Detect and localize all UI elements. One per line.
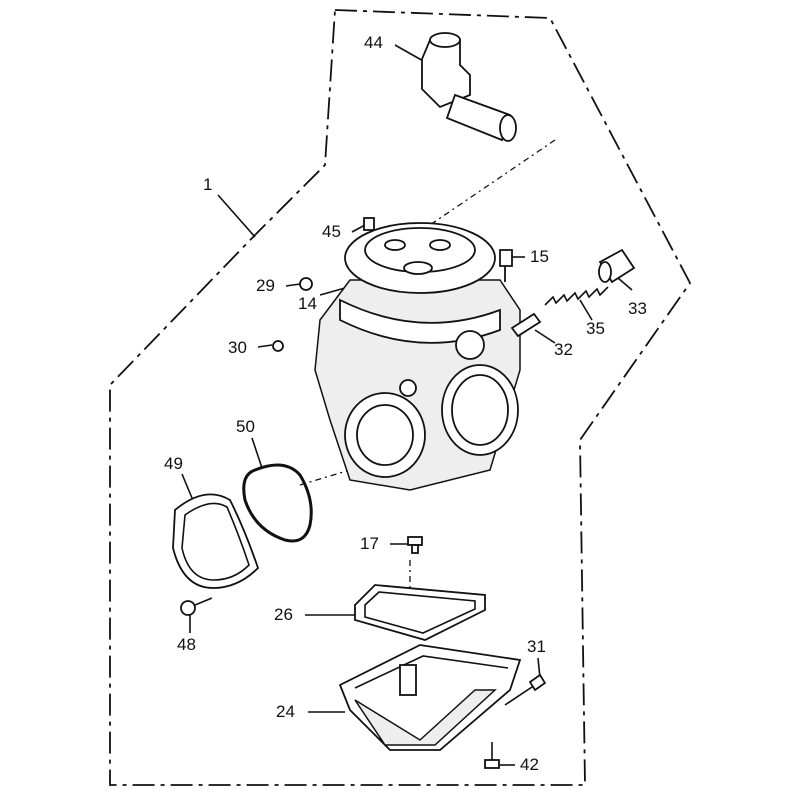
part-33-cap <box>598 248 636 284</box>
part-label-29: 29 <box>256 276 275 295</box>
part-45-screw <box>363 217 375 231</box>
part-31-screw <box>504 673 547 706</box>
part-label-14: 14 <box>298 294 317 313</box>
part-label-17: 17 <box>360 534 379 553</box>
part-label-31: 31 <box>527 637 546 656</box>
part-label-1: 1 <box>203 175 213 194</box>
part-15-screw <box>499 249 513 282</box>
part-44-intake-elbow <box>421 32 517 142</box>
part-42-screw <box>484 742 500 769</box>
part-30-screw <box>272 340 284 352</box>
part-label-49: 49 <box>164 454 183 473</box>
part-label-30: 30 <box>228 338 247 357</box>
part-label-48: 48 <box>177 635 196 654</box>
assembly-boundary <box>109 9 692 786</box>
part-label-26: 26 <box>274 605 293 624</box>
part-49-cover <box>172 493 260 589</box>
part-29-screw <box>299 277 313 291</box>
part-17-screw <box>407 536 423 554</box>
part-48-screw <box>180 597 213 616</box>
part-label-15: 15 <box>530 247 549 266</box>
part-35-spring <box>544 286 609 306</box>
part-label-24: 24 <box>276 702 295 721</box>
part-label-50: 50 <box>236 417 255 436</box>
part-label-33: 33 <box>628 299 647 318</box>
part-label-42: 42 <box>520 755 539 774</box>
carburetor-body <box>314 222 521 491</box>
part-label-35: 35 <box>586 319 605 338</box>
leader-lines <box>181 44 633 766</box>
part-24-float-bowl <box>338 644 522 751</box>
part-50-oring <box>242 463 313 543</box>
part-label-44: 44 <box>364 33 383 52</box>
part-32-needle <box>510 312 542 338</box>
part-label-32: 32 <box>554 340 573 359</box>
part-label-45: 45 <box>322 222 341 241</box>
